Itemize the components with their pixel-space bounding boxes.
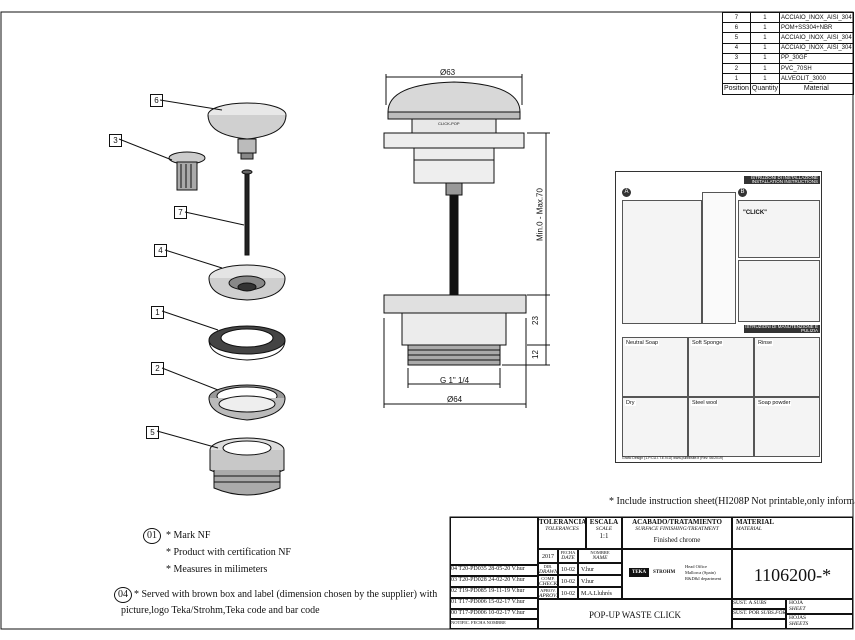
note-measures: * Measures in milimeters <box>166 564 268 575</box>
dim-top-diameter: Ø63 <box>440 68 456 77</box>
care-panel-soft-sponge: Soft Sponge <box>688 337 754 397</box>
strohm-logo: STROHM <box>653 570 676 575</box>
rev-row: 04 T20-PD035 28-05-20 V.hur <box>450 565 538 576</box>
note-mark-nf: * Mark NF <box>166 530 211 541</box>
note-packaging-line2: picture,logo Teka/Strohm,Teka code and b… <box>121 605 320 616</box>
part-label-1: 1 <box>151 306 164 319</box>
year-cell: 2017 <box>538 549 558 563</box>
part-label-6: 6 <box>150 94 163 107</box>
drawing-code: 1106200-* <box>732 549 853 599</box>
title-block: 04 T20-PD035 28-05-20 V.hur 03 T20-PD028… <box>450 517 853 629</box>
rev-row: 01 T17-PD006 15-02-17 V.hur <box>450 598 538 609</box>
exploded-view <box>118 99 287 496</box>
step-a-badge: A <box>622 188 631 197</box>
part-label-5: 5 <box>146 426 159 439</box>
section-view <box>383 74 550 408</box>
install-panel-c <box>738 260 820 322</box>
note-packaging-line1: * Served with brown box and label (dimen… <box>134 589 438 600</box>
install-panel-a <box>622 200 702 324</box>
dim-thread: G 1" 1/4 <box>440 376 470 385</box>
instruction-note: * Include instruction sheet(HI208P Not p… <box>609 496 855 507</box>
product-name: POP-UP WASTE CLICK <box>538 599 732 629</box>
install-panel-b <box>738 200 820 258</box>
part-label-7: 7 <box>174 206 187 219</box>
dim-12: 12 <box>530 350 540 359</box>
care-panel-neutral-soap: Neutral Soap <box>622 337 688 397</box>
care-panel-steel-wool: Steel wool <box>688 397 754 457</box>
note-marker-04: 04 <box>114 587 132 603</box>
part-label-4: 4 <box>154 244 167 257</box>
click-text: "CLICK" <box>743 210 768 216</box>
instruction-footer: Grafic Design (1.P.CU.I.T.E.N.D) www.pub… <box>622 456 724 460</box>
care-panel-dry: Dry <box>622 397 688 457</box>
step-b-badge: B <box>738 188 747 197</box>
part-label-3: 3 <box>109 134 122 147</box>
note-marker-01: 01 <box>143 528 161 544</box>
care-panel-rinse: Rinse <box>754 337 820 397</box>
teka-logo: TEKA <box>629 568 650 577</box>
rev-row: 02 T19-PD085 19-11-19 V.hur <box>450 587 538 598</box>
dim-23: 23 <box>530 316 540 325</box>
rev-row: 03 T20-PD028 24-02-20 V.hur <box>450 576 538 587</box>
rev-row: 00 T17-PD006 10-02-17 V.hur <box>450 609 538 619</box>
part-label-2: 2 <box>151 362 164 375</box>
cap-brand: CLICK-POP <box>438 121 460 126</box>
care-panel-soap-powder: Soap powder <box>754 397 820 457</box>
rev-header: NOTIFIC. FECHA NOMBRE <box>450 619 538 629</box>
note-certification: * Product with certification NF <box>166 547 291 558</box>
install-panel-mid <box>702 192 736 324</box>
dim-height: Min.0 - Max.70 <box>535 188 545 241</box>
dim-bottom-diameter: Ø64 <box>447 395 463 404</box>
